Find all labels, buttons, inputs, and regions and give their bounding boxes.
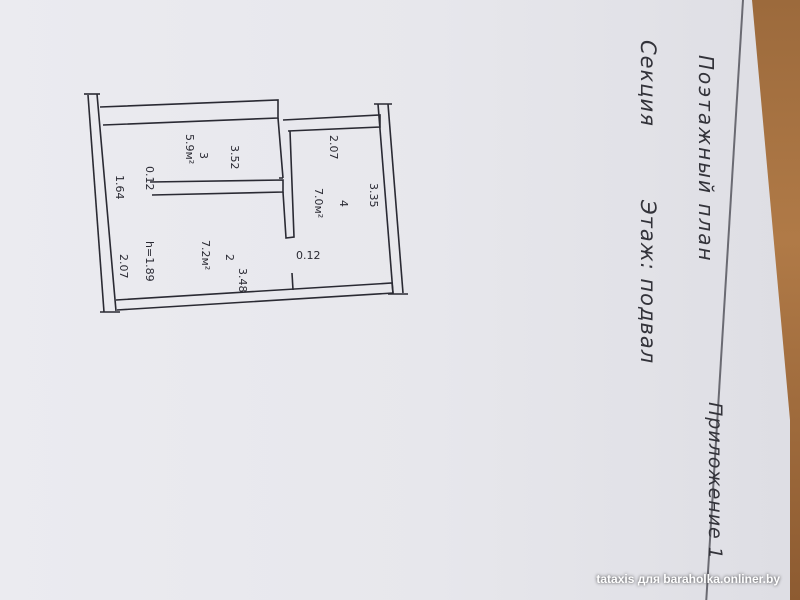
room4-top-wall <box>282 114 381 132</box>
left-wall-inner <box>96 93 117 312</box>
room3-area: 5.9м² <box>183 134 196 164</box>
room2-bottom-wall <box>115 282 394 311</box>
room4-partition <box>282 130 295 239</box>
left-width-lower-dim: 2.07 <box>117 254 130 279</box>
partition-dim: 0.12 <box>296 249 321 262</box>
watermark: tataxis для baraholka.onliner.by <box>596 572 780 586</box>
left-width-dim: 1.64 <box>113 175 126 200</box>
dimension-labels: 3 5.9м² 3.52 0.12 1.64 2.07 2.07 3.35 4 … <box>113 134 380 293</box>
room4-top-dim: 2.07 <box>327 135 340 160</box>
room4-side-dim: 3.35 <box>367 183 380 208</box>
room3-number: 3 <box>197 152 210 159</box>
room3-top-wall <box>99 99 279 126</box>
room3-bottom-wall <box>149 179 284 196</box>
room4-area: 7.0м² <box>312 188 325 218</box>
right-wall-outer <box>377 103 394 294</box>
room2-length-dim: 3.48 <box>236 268 249 293</box>
room4-number: 4 <box>337 200 350 207</box>
room3-length: 3.52 <box>228 145 241 170</box>
height-dim: h=1.89 <box>143 241 156 282</box>
partition-mark <box>291 272 294 291</box>
right-wall-inner <box>387 103 404 294</box>
room3-small-dim: 0.12 <box>143 166 156 191</box>
room2-area: 7.2м² <box>199 240 212 270</box>
left-wall-outer <box>87 94 105 313</box>
room3-step-wall <box>277 117 284 179</box>
room2-number: 2 <box>223 254 236 261</box>
